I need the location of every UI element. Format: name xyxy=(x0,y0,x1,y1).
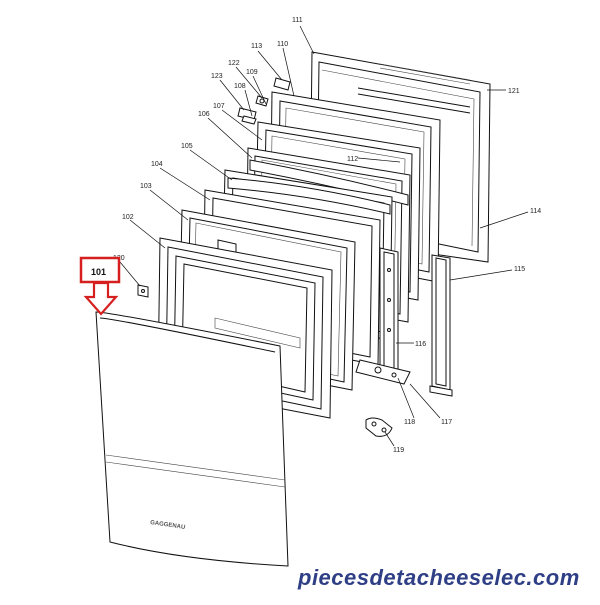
part-115-side-post xyxy=(429,254,453,397)
leader-lines xyxy=(119,25,529,447)
label-115: 115 xyxy=(514,266,525,273)
label-121: 121 xyxy=(508,88,520,95)
label-107: 107 xyxy=(213,103,225,110)
label-104: 104 xyxy=(151,161,163,168)
part-120-clip xyxy=(137,284,149,298)
part-118-hinge xyxy=(355,359,411,385)
watermark: piecesdetachees​elec.com xyxy=(297,565,580,590)
label-110: 110 xyxy=(277,41,288,48)
label-105: 105 xyxy=(181,143,193,150)
brand-mark: GAGGENAU xyxy=(150,520,186,531)
label-118: 118 xyxy=(404,419,415,426)
label-114: 114 xyxy=(530,208,541,215)
highlight-arrow-icon xyxy=(83,281,119,316)
label-119: 119 xyxy=(393,447,404,454)
label-111: 111 xyxy=(292,17,303,24)
highlight-box xyxy=(79,256,121,284)
part-119-plate xyxy=(365,417,393,437)
label-102: 102 xyxy=(122,214,134,221)
label-123: 123 xyxy=(211,73,223,80)
label-109: 109 xyxy=(246,69,258,76)
fasteners xyxy=(237,77,291,125)
label-112: 112 xyxy=(347,156,358,163)
label-103: 103 xyxy=(140,183,152,190)
part-101-front-glass xyxy=(95,311,289,567)
label-106: 106 xyxy=(198,111,210,118)
highlight-101: 101 xyxy=(79,256,121,316)
label-116: 116 xyxy=(415,341,426,348)
label-113: 113 xyxy=(251,43,262,50)
label-122: 122 xyxy=(228,60,240,67)
label-101: 101 xyxy=(91,267,106,277)
label-117: 117 xyxy=(441,419,452,426)
label-108: 108 xyxy=(234,83,246,90)
